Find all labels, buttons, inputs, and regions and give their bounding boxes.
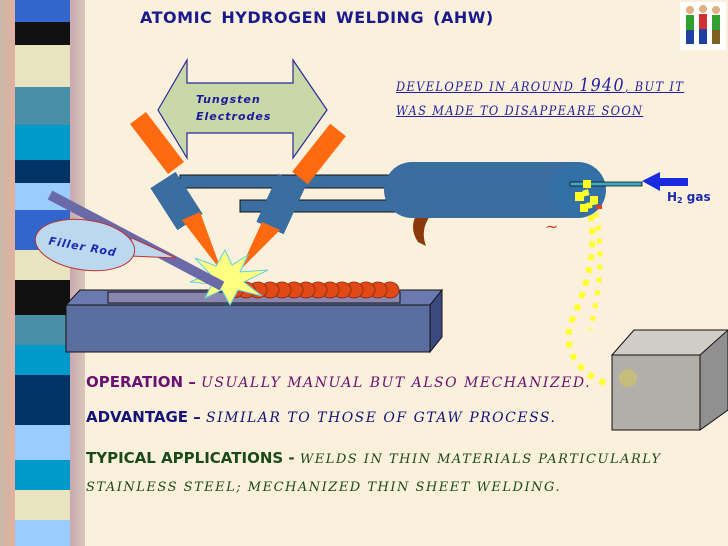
operation-paragraph: OPERATION – Usually manual but also mech… (86, 373, 591, 391)
h2-subscript: 2 (677, 196, 683, 205)
arc-spark-icon (189, 248, 269, 307)
hydrogen-source-box (610, 329, 728, 431)
right-electrode (240, 123, 346, 270)
operation-text: Usually manual but also mechanized. (201, 375, 592, 391)
history-note: DEVELOPED IN AROUND 1940, BUT IT WAS MAD… (396, 74, 684, 124)
h2-gas-label: H (667, 190, 677, 204)
torch-body (384, 162, 643, 246)
note-line2: WAS MADE TO DISAPPEARE SOON (396, 104, 644, 119)
applications-label: TYPICAL APPLICATIONS - (86, 449, 300, 467)
torch-handle (413, 212, 430, 246)
h2-gas-arrow: H2 gas (642, 172, 711, 205)
advantage-text: Similar to those of GTAW process. (206, 410, 557, 426)
left-electrode (130, 111, 222, 272)
tungsten-electrodes-double-arrow: Tungsten Electrodes (157, 57, 328, 161)
applications-paragraph: TYPICAL APPLICATIONS - Welds in thin mat… (86, 445, 726, 501)
gas-flow-path (565, 189, 612, 388)
electrodes-label: Electrodes (196, 110, 271, 123)
applications-text: Welds in thin materials particularly sta… (86, 452, 662, 495)
svg-text:H2 gas: H2 gas (667, 190, 711, 205)
slide-title: ATOMIC HYDROGEN WELDING (AHW) (140, 8, 494, 27)
workpiece (64, 288, 444, 354)
note-line1-end: , BUT IT (624, 80, 685, 95)
gas-flow-path-2 (587, 199, 603, 331)
gas-label: gas (683, 190, 711, 204)
note-year: 1940 (579, 75, 625, 96)
tungsten-label: Tungsten (196, 93, 261, 106)
advantage-paragraph: ADVANTAGE – Similar to those of GTAW pro… (86, 408, 556, 426)
spark-mark: ~ (545, 217, 558, 236)
operation-label: OPERATION – (86, 373, 202, 391)
advantage-label: ADVANTAGE – (86, 408, 206, 426)
gas-tube (569, 181, 643, 187)
people-clipart-icon (680, 2, 726, 50)
note-line1: DEVELOPED IN AROUND (396, 80, 580, 95)
filler-rod-callout: Filler Rod (34, 218, 177, 272)
